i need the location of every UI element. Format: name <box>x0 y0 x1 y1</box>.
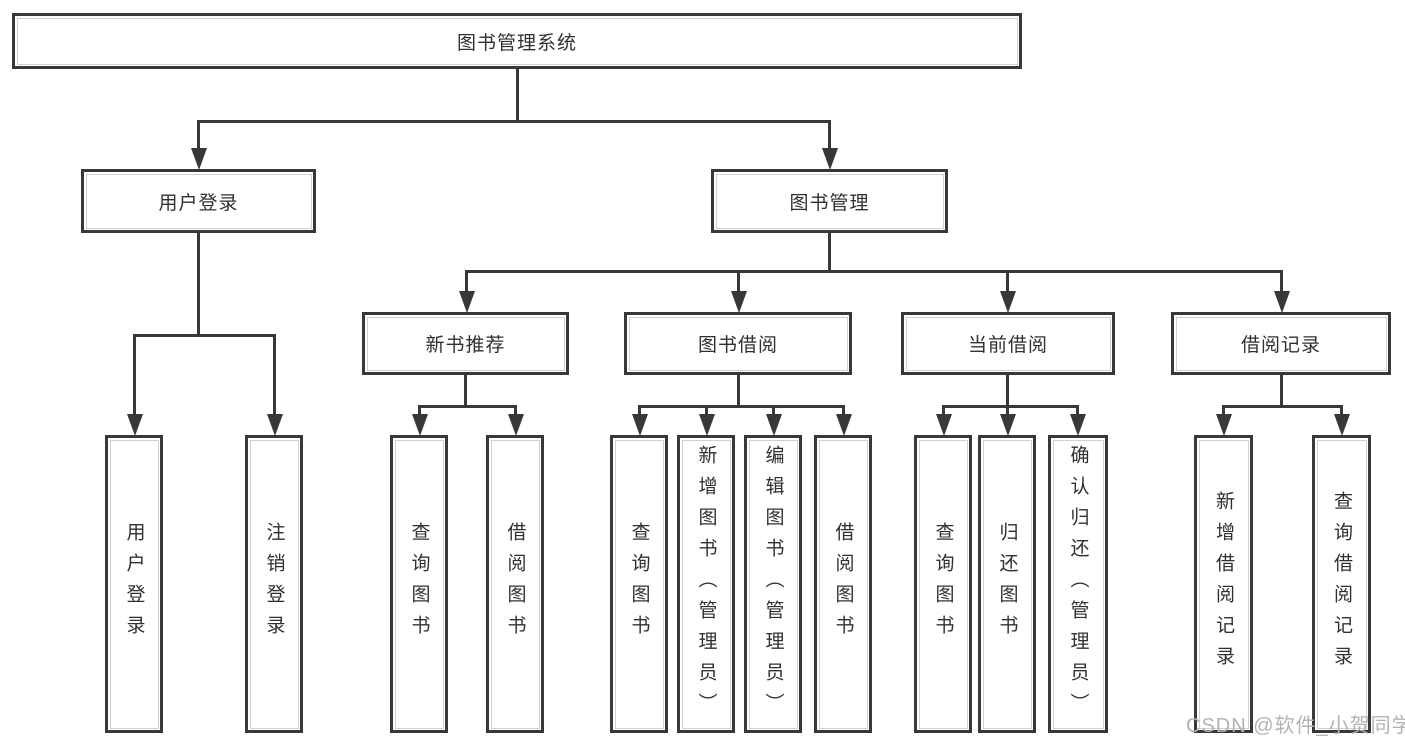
node-borrowing-records-label: 借阅记录 <box>1240 335 1321 356</box>
connector-line <box>1006 270 1009 292</box>
connector-line <box>418 405 517 408</box>
connector-line <box>1076 405 1079 415</box>
node-user-login-leaf-label: 用户登录 <box>123 522 145 646</box>
node-book-management: 图书管理 <box>711 169 948 233</box>
node-add-borrow-record: 新增借阅记录 <box>1194 435 1253 733</box>
node-new-book-recommend: 新书推荐 <box>362 312 569 375</box>
connector-line <box>1280 375 1283 407</box>
node-add-borrow-record-label: 新增借阅记录 <box>1213 491 1234 677</box>
arrow-down-icon <box>836 414 852 436</box>
connector-line <box>828 233 831 273</box>
connector-line <box>942 405 945 415</box>
arrow-down-icon <box>936 414 952 436</box>
csdn-watermark: CSDN @软件_小贺同学 <box>1186 715 1405 737</box>
node-library-system: 图书管理系统 <box>12 13 1022 69</box>
node-borrow-books-leaf: 借阅图书 <box>814 435 872 733</box>
node-logout-leaf: 注销登录 <box>245 435 303 733</box>
node-book-borrowing-label: 图书借阅 <box>697 335 778 356</box>
connector-line <box>418 405 421 415</box>
arrow-down-icon <box>1216 414 1232 436</box>
arrow-down-icon <box>267 414 283 436</box>
node-return-books-label: 归还图书 <box>996 522 1018 646</box>
arrow-down-icon <box>1274 291 1290 313</box>
connector-line <box>465 270 1283 273</box>
connector-line <box>133 334 276 337</box>
node-new-book-recommend-label: 新书推荐 <box>425 335 506 356</box>
node-query-books-current-label: 查询图书 <box>932 522 954 646</box>
node-add-books-admin-label: 新增图书（管理员） <box>695 444 717 724</box>
node-book-borrowing: 图书借阅 <box>624 312 852 375</box>
connector-line <box>1222 405 1343 408</box>
arrow-down-icon <box>632 414 648 436</box>
node-borrow-books-recommend: 借阅图书 <box>486 435 544 733</box>
connector-line <box>197 120 831 123</box>
node-query-borrow-record: 查询借阅记录 <box>1312 435 1371 733</box>
node-borrow-books-recommend-label: 借阅图书 <box>504 522 526 646</box>
node-edit-books-admin-label: 编辑图书（管理员） <box>762 444 784 724</box>
connector-line <box>1006 375 1009 407</box>
node-query-books-recommend: 查询图书 <box>390 435 448 733</box>
connector-line <box>197 233 200 337</box>
arrow-down-icon <box>766 414 782 436</box>
connector-line <box>638 405 845 408</box>
node-book-management-label: 图书管理 <box>789 192 870 214</box>
arrow-down-icon <box>508 414 524 436</box>
arrow-down-icon <box>1334 414 1350 436</box>
connector-line <box>133 334 136 415</box>
connector-line <box>942 405 1079 408</box>
connector-line <box>828 120 831 150</box>
arrow-down-icon <box>731 291 747 313</box>
connector-line <box>516 68 519 122</box>
connector-line <box>464 375 467 407</box>
connector-line <box>705 405 708 415</box>
node-edit-books-admin: 编辑图书（管理员） <box>744 435 802 733</box>
node-query-books-borrow-label: 查询图书 <box>628 522 650 646</box>
node-confirm-return-admin: 确认归还（管理员） <box>1048 435 1108 733</box>
arrow-down-icon <box>1070 414 1086 436</box>
node-query-books-current: 查询图书 <box>914 435 972 733</box>
connector-line <box>465 270 468 292</box>
arrow-down-icon <box>412 414 428 436</box>
connector-line <box>772 405 775 415</box>
arrow-down-icon <box>822 148 838 170</box>
node-current-borrowing: 当前借阅 <box>901 312 1115 375</box>
node-query-books-borrow: 查询图书 <box>610 435 668 733</box>
node-query-books-recommend-label: 查询图书 <box>408 522 430 646</box>
connector-line <box>1006 405 1009 415</box>
node-borrowing-records: 借阅记录 <box>1171 312 1391 375</box>
connector-line <box>1340 405 1343 415</box>
node-user-login: 用户登录 <box>81 169 316 233</box>
node-library-system-label: 图书管理系统 <box>456 32 577 54</box>
connector-line <box>737 375 740 407</box>
connector-line <box>638 405 641 415</box>
connector-line <box>1280 270 1283 292</box>
arrow-down-icon <box>1000 291 1016 313</box>
node-add-books-admin: 新增图书（管理员） <box>677 435 735 733</box>
connector-line <box>273 334 276 415</box>
node-borrow-books-leaf-label: 借阅图书 <box>832 522 854 646</box>
node-query-borrow-record-label: 查询借阅记录 <box>1331 491 1352 677</box>
node-return-books: 归还图书 <box>978 435 1036 733</box>
arrow-down-icon <box>459 291 475 313</box>
node-user-login-leaf: 用户登录 <box>105 435 163 733</box>
connector-line <box>197 120 200 150</box>
connector-line <box>737 270 740 292</box>
arrow-down-icon <box>127 414 143 436</box>
connector-line <box>514 405 517 415</box>
node-current-borrowing-label: 当前借阅 <box>967 335 1048 356</box>
arrow-down-icon <box>191 148 207 170</box>
connector-line <box>842 405 845 415</box>
node-user-login-label: 用户登录 <box>158 192 239 214</box>
connector-line <box>1222 405 1225 415</box>
arrow-down-icon <box>1000 414 1016 436</box>
node-logout-leaf-label: 注销登录 <box>263 522 285 646</box>
arrow-down-icon <box>699 414 715 436</box>
node-confirm-return-admin-label: 确认归还（管理员） <box>1067 444 1089 724</box>
